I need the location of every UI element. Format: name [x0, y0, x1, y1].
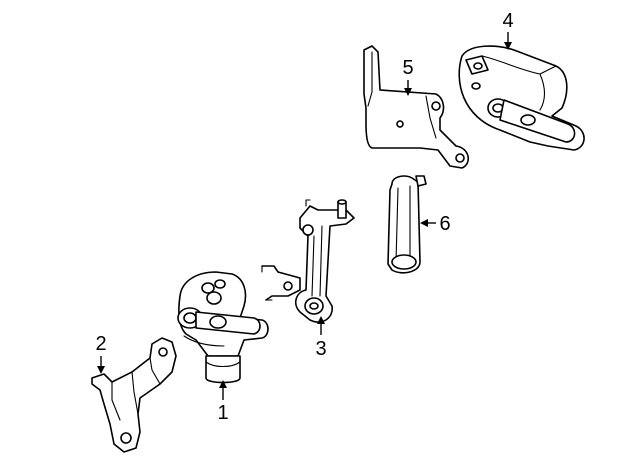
- callout-4-label: 4: [502, 10, 513, 32]
- callout-2-label: 2: [95, 333, 106, 355]
- callout-5: 5: [402, 57, 414, 96]
- callout-1: 1: [217, 380, 229, 424]
- part-2-bracket: [91, 337, 177, 453]
- callout-5-label: 5: [402, 57, 413, 79]
- callout-3-label: 3: [315, 338, 326, 360]
- callout-6-label: 6: [439, 213, 450, 235]
- callout-3: 3: [315, 316, 327, 360]
- part-1-sensor: [177, 271, 269, 384]
- part-5-bracket: [363, 45, 469, 169]
- callout-6: 6: [420, 213, 451, 235]
- part-3-link: [261, 199, 355, 323]
- callout-1-label: 1: [217, 402, 228, 424]
- callout-2: 2: [95, 333, 107, 374]
- part-6-link: [387, 175, 427, 274]
- part-4-sensor: [458, 45, 585, 151]
- callout-4: 4: [502, 10, 514, 50]
